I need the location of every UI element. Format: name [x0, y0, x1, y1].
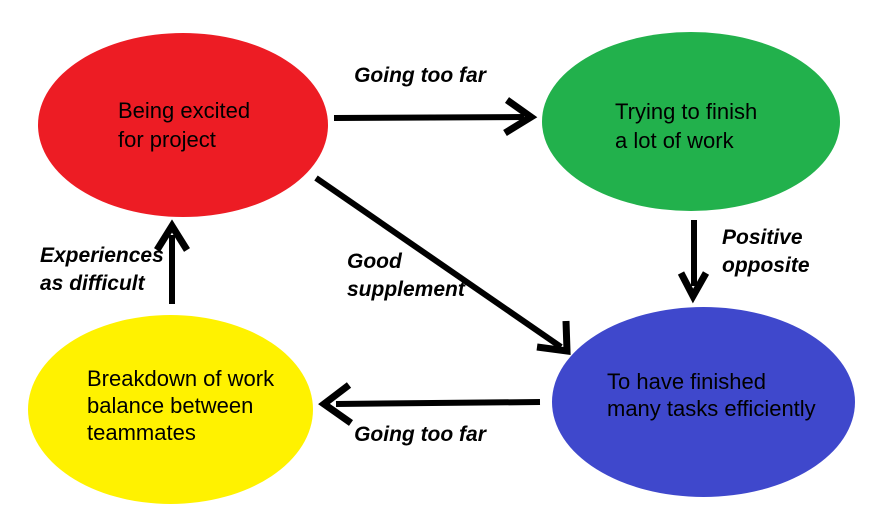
node-label-line: balance between [87, 393, 254, 418]
edge-label-line: opposite [722, 254, 810, 277]
arrow-breakdown-to-excited [154, 219, 190, 304]
edge-label-line: Good [347, 250, 402, 273]
edge-label-experiences-as-difficult: Experiences as difficult [40, 242, 164, 298]
arrow-finished-to-breakdown [318, 382, 541, 426]
node-label-being-excited: Being excited for project [118, 96, 250, 154]
node-breakdown-of-work [28, 315, 313, 504]
node-label-trying-to-finish: Trying to finish a lot of work [615, 97, 757, 155]
edge-label-good-supplement: Good supplement [347, 248, 465, 304]
edge-label-line: Positive [722, 226, 803, 249]
node-label-breakdown-of-work: Breakdown of work balance between teamma… [87, 365, 274, 446]
node-label-line: teammates [87, 420, 196, 445]
node-trying-to-finish [542, 32, 840, 211]
node-being-excited [38, 33, 328, 217]
arrow-excited-to-trying [333, 97, 538, 136]
node-finished-tasks [552, 307, 855, 497]
node-label-line: for project [118, 127, 216, 152]
node-label-line: Being excited [118, 98, 251, 123]
node-label-line: a lot of work [615, 128, 734, 153]
arrow-trying-to-finished [677, 220, 710, 304]
node-label-line: Breakdown of work [87, 366, 275, 391]
node-label-line: many tasks efficiently [607, 396, 816, 421]
edge-label-positive-opposite: Positive opposite [722, 224, 810, 280]
node-label-line: To have finished [607, 369, 766, 394]
node-label-line: Trying to finish [615, 99, 758, 124]
edge-label-going-too-far-top: Going too far [354, 64, 486, 87]
node-label-finished-tasks: To have finished many tasks efficiently [607, 368, 816, 422]
edge-label-line: as difficult [40, 272, 145, 295]
edge-label-line: supplement [347, 278, 465, 301]
arrow-excited-to-finished [314, 175, 571, 356]
edge-label-going-too-far-bottom: Going too far [354, 423, 486, 446]
edge-label-line: Experiences [40, 244, 164, 267]
